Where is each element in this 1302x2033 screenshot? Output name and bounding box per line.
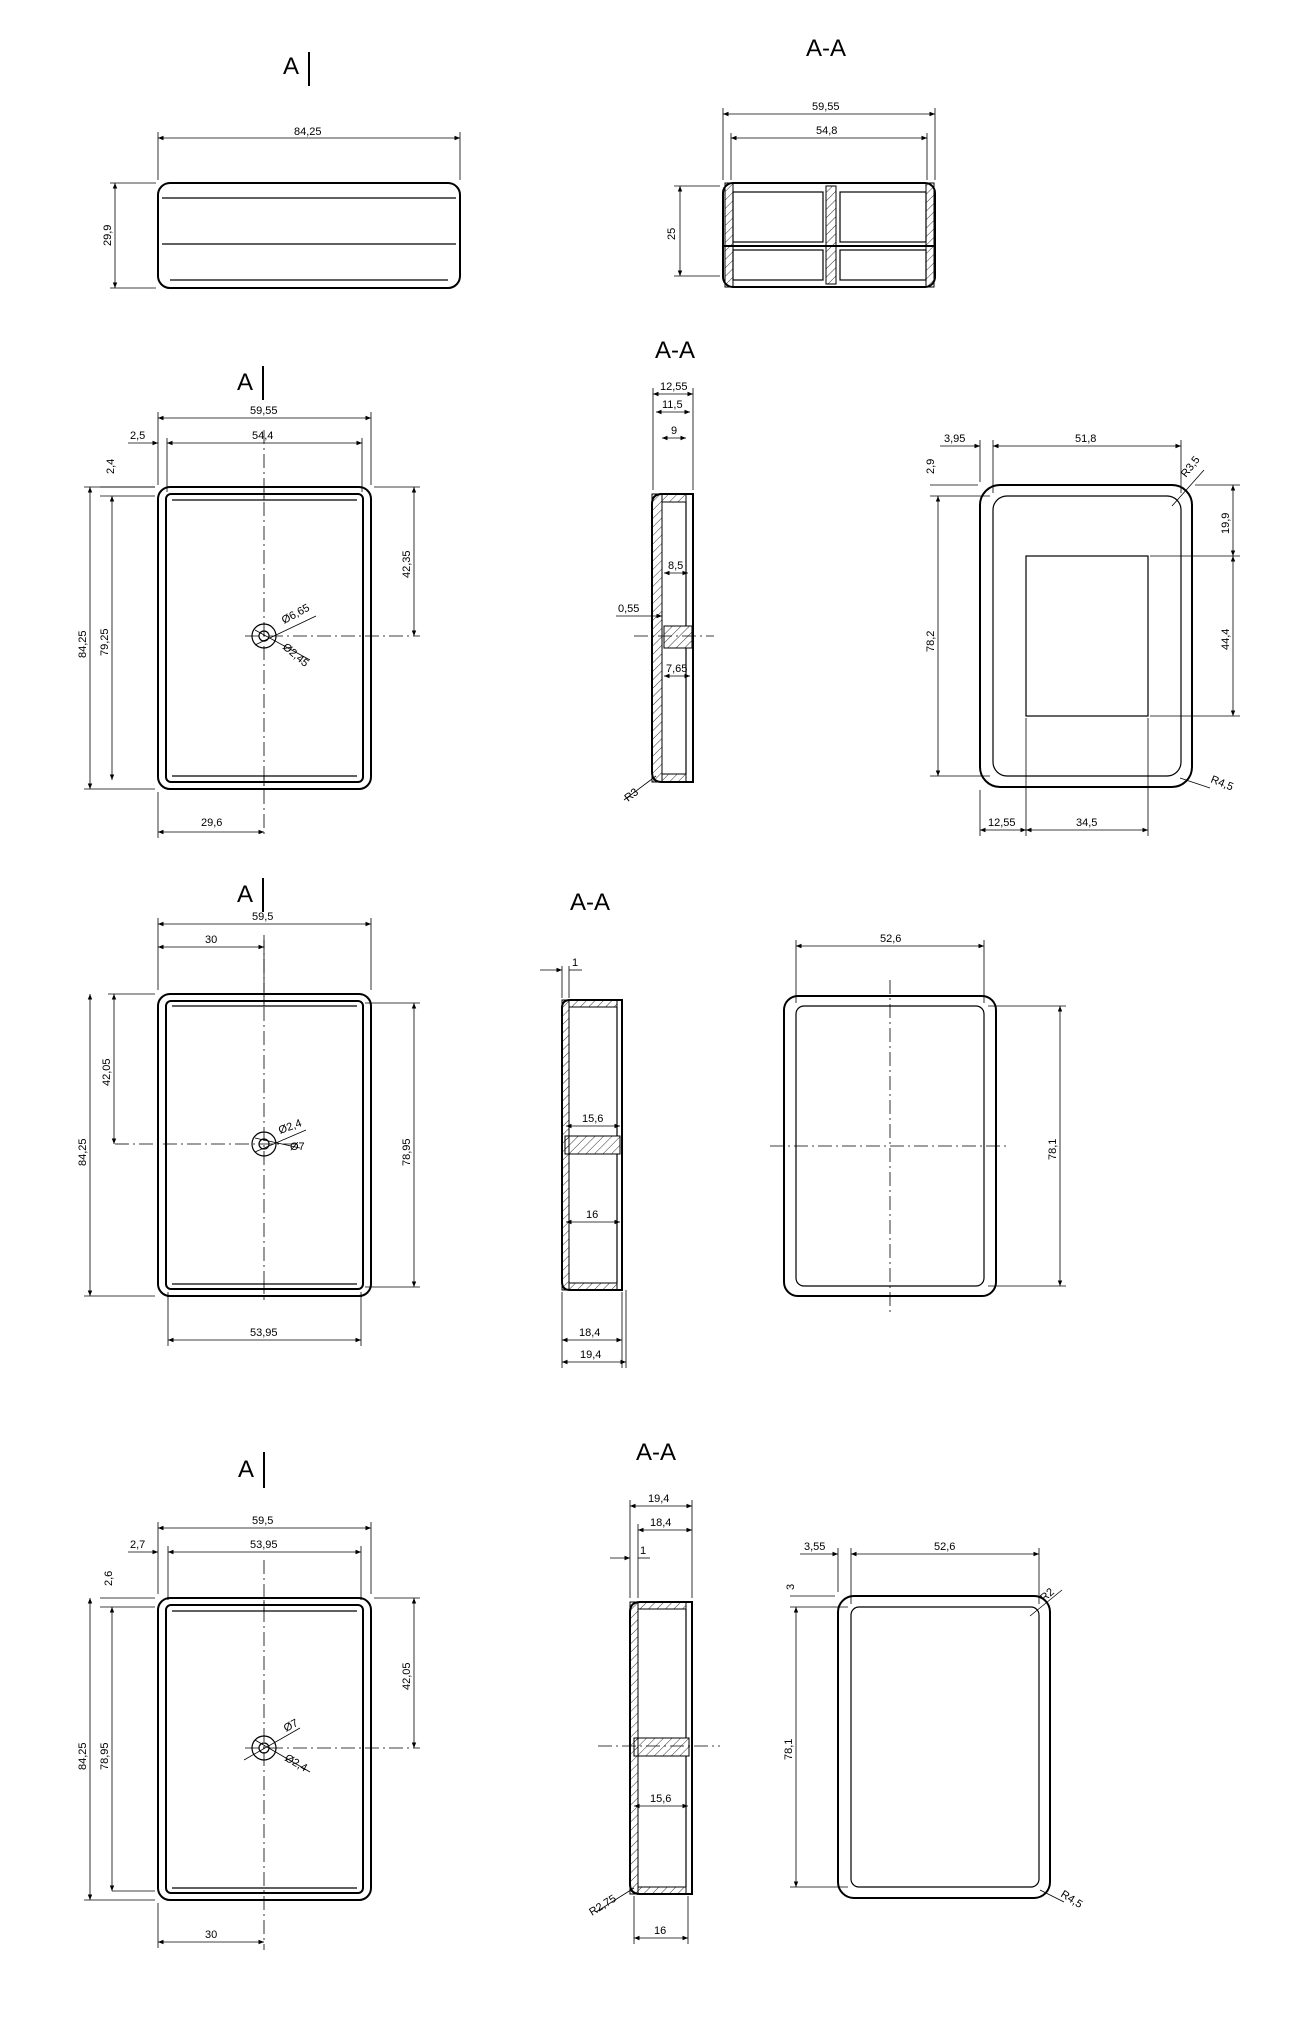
dim-wall-x: 2,7: [130, 1539, 145, 1551]
dim-half-w: 30: [205, 1929, 217, 1941]
dim-d3: 18,4: [650, 1517, 671, 1529]
dim-half-len: 42,35: [401, 550, 413, 578]
dim-wall: 1: [640, 1545, 646, 1557]
dim-wall: 1: [572, 957, 578, 969]
dim-sec-outer: 59,55: [812, 101, 840, 113]
dim-d4: 8,5: [668, 560, 683, 572]
view-label-a: A: [283, 53, 299, 80]
dim-d2: 51,8: [1075, 433, 1096, 445]
row3-section-view: A-A 1 15,6 16 18,4 19,4: [540, 889, 627, 1368]
dim-len: 78,1: [783, 1739, 795, 1760]
dim-radius: R2,75: [587, 1893, 618, 1919]
dim-inner-len: 78,95: [99, 1742, 111, 1770]
dim-sec-height: 25: [666, 228, 678, 240]
section-label: A-A: [636, 1439, 676, 1466]
dim-d6: 44,4: [1220, 629, 1232, 650]
dim-d8: 34,5: [1076, 817, 1097, 829]
dim-d5: 0,55: [618, 603, 639, 615]
dim-width: 52,6: [880, 933, 901, 945]
dim-d4: 19,4: [580, 1349, 601, 1361]
dim-length: 84,25: [77, 630, 89, 658]
dim-sec-inner: 54,8: [816, 125, 837, 137]
dim-height: 29,9: [102, 225, 114, 246]
dim-half-len: 42,05: [401, 1662, 413, 1690]
dim-wall-x: 2,5: [130, 430, 145, 442]
section-label: A-A: [570, 889, 610, 916]
dim-d1: 15,6: [650, 1793, 671, 1805]
dim-d1: 15,6: [582, 1113, 603, 1125]
dim-r1: R2: [1038, 1586, 1056, 1604]
dim-width: 59,5: [252, 1515, 273, 1527]
dim-half-len: 42,05: [101, 1058, 113, 1086]
row4-top-view: A Ø7 Ø2,4 59,5 53,95 2,7 2,6 84,: [77, 1452, 420, 1950]
row4-section-view: A-A 19,4 18,4 1 15,6 R2,75 16: [587, 1439, 720, 1944]
row2-right-view: 3,95 51,8 2,9 R3,5 19,9 44,4 78,2 R4,5: [925, 433, 1240, 836]
dim-length: 84,25: [294, 126, 322, 138]
row2-top-view: A Ø6,65 Ø2,45 59,55 54,4 2,5 2,4: [77, 366, 420, 838]
dim-d3: 3: [785, 1584, 797, 1590]
row2-section-view: A-A 12,55 11,5 9 8,5 0,55 7,65 R3: [616, 337, 714, 804]
dim-d5: 78,2: [925, 631, 937, 652]
dim-hole-a: Ø2,4: [277, 1117, 304, 1136]
row1-section-view: A-A 59,55 54,8 25: [666, 35, 936, 288]
dim-hole-outer: Ø6,65: [280, 602, 312, 627]
dim-d2: 16: [586, 1209, 598, 1221]
dim-hole-inner: Ø2,45: [280, 641, 311, 669]
dim-inner: 53,95: [250, 1539, 278, 1551]
dim-inner-len: 79,25: [99, 628, 111, 656]
dim-d3: 18,4: [579, 1327, 600, 1339]
row1-front-view: A 84,25 29,9: [102, 52, 461, 289]
dim-length: 84,25: [77, 1138, 89, 1166]
section-label: A-A: [806, 35, 846, 62]
dim-d3: 9: [671, 425, 677, 437]
dim-hole-b: Ø7: [290, 1141, 305, 1153]
dim-d4: 19,9: [1220, 513, 1232, 534]
dim-d1: 3,55: [804, 1541, 825, 1553]
dim-inner-w: 53,95: [250, 1327, 278, 1339]
view-label-a: A: [237, 369, 253, 396]
dim-inner-len: 78,95: [401, 1138, 413, 1166]
row4-right-view: 3,55 52,6 3 R2 78,1 R4,5: [783, 1541, 1084, 1911]
dim-hole-a: Ø7: [282, 1717, 301, 1734]
dim-d1: 12,55: [660, 381, 688, 393]
dim-d4: 19,4: [648, 1493, 669, 1505]
dim-d2: 16: [654, 1925, 666, 1937]
row3-top-view: A Ø2,4 Ø7 59,5 30 42,05 84,25: [77, 878, 420, 1346]
view-label-a: A: [237, 881, 253, 908]
dim-d2: 52,6: [934, 1541, 955, 1553]
dim-wall-y: 2,6: [103, 1571, 115, 1586]
dim-half-w: 30: [205, 934, 217, 946]
dim-d3: 2,9: [925, 459, 937, 474]
row3-right-view: 52,6 78,1: [770, 933, 1066, 1312]
dim-width: 59,5: [252, 911, 273, 923]
dim-wall-y: 2,4: [105, 459, 117, 474]
dim-d7: 12,55: [988, 817, 1016, 829]
dim-r2: R4,5: [1209, 774, 1235, 794]
dim-len: 78,1: [1047, 1139, 1059, 1160]
dim-d2: 11,5: [662, 399, 683, 411]
dim-d6: 7,65: [666, 663, 687, 675]
section-label: A-A: [655, 337, 695, 364]
view-label-a: A: [238, 1456, 254, 1483]
dim-width: 59,55: [250, 405, 278, 417]
dim-length: 84,25: [77, 1742, 89, 1770]
dim-half-w: 29,6: [201, 817, 222, 829]
dim-d1: 3,95: [944, 433, 965, 445]
dim-r2: R4,5: [1058, 1888, 1084, 1910]
dim-inner: 54,4: [252, 430, 273, 442]
dim-hole-b: Ø2,4: [283, 1752, 310, 1774]
